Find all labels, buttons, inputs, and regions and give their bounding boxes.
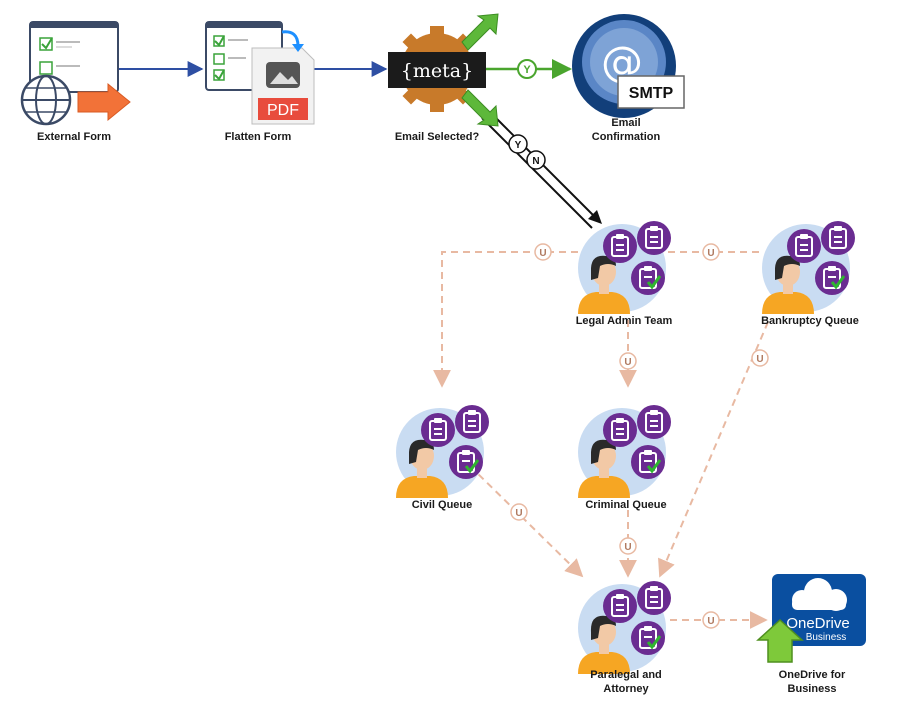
badge-yes-legal: Y [508, 134, 528, 154]
badge-no-legal: N [526, 150, 546, 170]
svg-text:U: U [515, 508, 522, 519]
label-flatten-form: Flatten Form [224, 131, 292, 143]
node-bankruptcy-queue[interactable] [762, 221, 855, 314]
node-flatten-form[interactable]: PDF [205, 21, 315, 125]
svg-text:Y: Y [515, 140, 522, 151]
svg-text:U: U [756, 354, 763, 365]
node-external-form[interactable] [20, 21, 131, 126]
svg-text:U: U [707, 616, 714, 627]
edge-meta-to-legal-b [481, 117, 593, 229]
arrow-right-icon [77, 82, 131, 122]
node-paralegal-attorney[interactable] [578, 581, 671, 674]
label-email-confirmation: Email Confirmation [574, 116, 678, 144]
cloud-icon [792, 578, 847, 611]
label-email-confirmation-line1: Email [611, 117, 641, 129]
rotate-arrow-icon [281, 30, 300, 47]
label-civil-queue: Civil Queue [411, 499, 473, 511]
edge-meta-to-legal-a [489, 111, 601, 223]
svg-text:U: U [707, 248, 714, 259]
node-criminal-queue[interactable] [578, 405, 671, 498]
svg-text:PDF: PDF [267, 102, 299, 119]
edge-meta-to-legal-arrowhead [588, 210, 602, 224]
svg-text:U: U [624, 357, 631, 368]
arrow-up-right-icon [461, 13, 499, 51]
node-email-selected[interactable]: {meta} [388, 13, 499, 127]
label-onedrive: OneDrive for Business [760, 668, 864, 696]
label-external-form: External Form [37, 131, 111, 143]
svg-text:SMTP: SMTP [629, 85, 674, 102]
label-onedrive-line2: Business [787, 683, 837, 695]
arrow-down-right-icon [461, 89, 499, 127]
label-bankruptcy-queue: Bankruptcy Queue [761, 315, 859, 327]
label-onedrive-line1: OneDrive for [778, 669, 846, 681]
node-email-confirmation[interactable]: @ SMTP [572, 14, 685, 118]
label-paralegal-attorney: Paralegal and Attorney [570, 668, 682, 696]
svg-text:U: U [624, 542, 631, 553]
label-email-confirmation-line2: Confirmation [591, 131, 661, 143]
svg-text:OneDrive: OneDrive [786, 615, 849, 632]
svg-text:N: N [532, 156, 539, 167]
svg-text:Y: Y [523, 64, 531, 76]
node-onedrive[interactable]: OneDrive Business [756, 574, 866, 663]
badge-user: U U U U U U U [510, 243, 769, 629]
label-paralegal-line1: Paralegal and [590, 669, 662, 681]
svg-text:U: U [539, 248, 546, 259]
node-legal-admin-team[interactable] [578, 221, 671, 314]
label-email-selected: Email Selected? [394, 131, 480, 143]
upload-arrow-icon [756, 618, 804, 663]
svg-text:{meta}: {meta} [401, 60, 473, 82]
pdf-document-icon: PDF [251, 47, 315, 125]
globe-icon [20, 74, 72, 126]
node-civil-queue[interactable] [396, 405, 489, 498]
envelope-icon [617, 75, 685, 109]
badge-yes-smtp: Y [517, 59, 537, 79]
label-criminal-queue: Criminal Queue [585, 499, 667, 511]
svg-text:Business: Business [806, 632, 847, 643]
label-paralegal-line2: Attorney [603, 683, 649, 695]
label-legal-admin-team: Legal Admin Team [575, 315, 673, 327]
